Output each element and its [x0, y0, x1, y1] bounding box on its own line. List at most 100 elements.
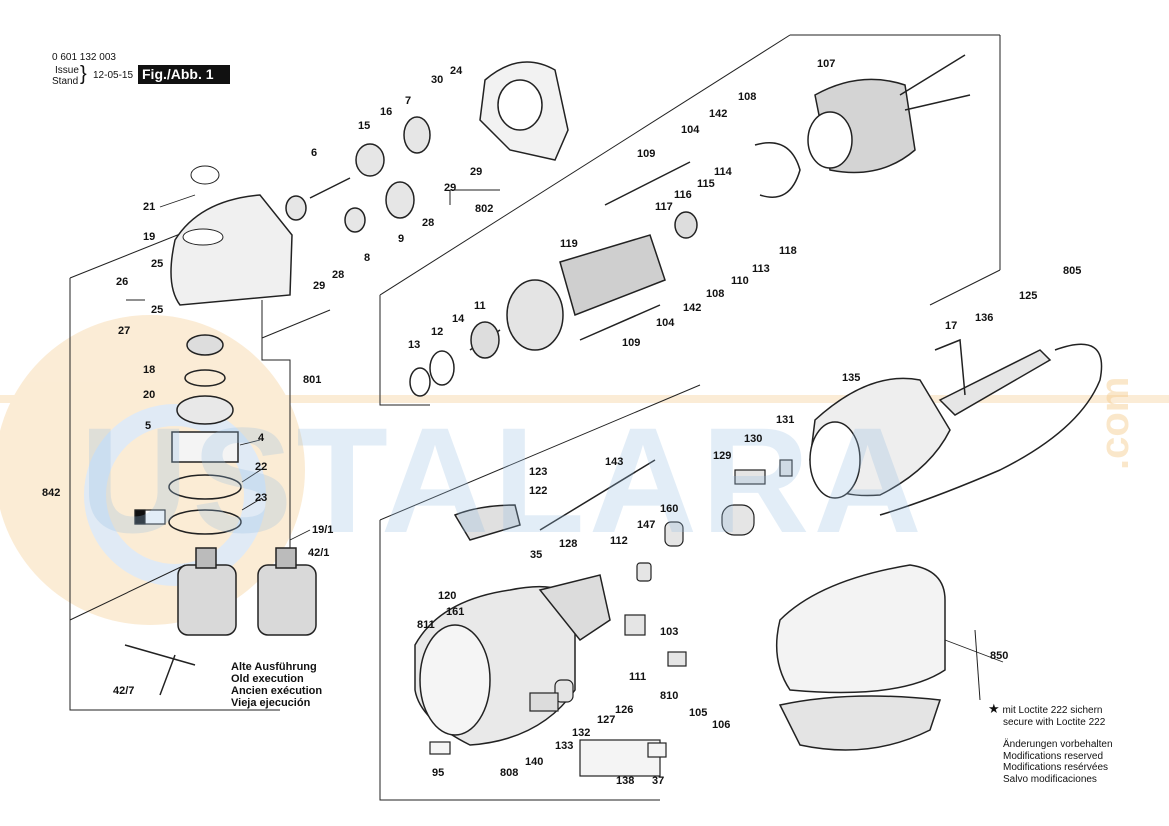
part-label: 805 — [1063, 265, 1082, 277]
part-label: 108 — [706, 288, 725, 300]
part-label: 18 — [143, 364, 156, 376]
part-label: 142 — [683, 302, 702, 314]
part-label: 42/7 — [113, 685, 135, 697]
part-label: 128 — [559, 538, 578, 550]
part-label: 22 — [255, 461, 268, 473]
changes-note: Änderungen vorbehalten Modifications res… — [1003, 739, 1113, 785]
part-label: 125 — [1019, 290, 1038, 302]
watermark-graphic — [0, 315, 1169, 625]
part-label: 113 — [752, 263, 770, 275]
part-label: 26 — [116, 276, 129, 288]
part-label: 131 — [776, 414, 795, 426]
figure-label: Fig./Abb. 1 — [138, 65, 230, 84]
part-label: 19 — [143, 231, 156, 243]
changes-line: Modifications reserved — [1003, 750, 1104, 762]
part-label: 24 — [450, 65, 463, 77]
part-label: 4 — [258, 432, 265, 444]
part-label: 801 — [303, 374, 322, 386]
part-label: 108 — [738, 91, 757, 103]
part-label: 12 — [431, 326, 444, 338]
part-label: 132 — [572, 727, 591, 739]
part-label: 119 — [560, 238, 578, 250]
part-label: 28 — [332, 269, 345, 281]
part-label: 27 — [118, 325, 131, 337]
part-label: 23 — [255, 492, 268, 504]
part-label: 104 — [656, 317, 675, 329]
part-label: 11 — [474, 300, 486, 312]
part-label: 810 — [660, 690, 679, 702]
part-label: 811 — [417, 619, 435, 631]
part-label: 147 — [637, 519, 656, 531]
drill-chuck — [124, 547, 317, 696]
part-label: 130 — [744, 433, 763, 445]
gear-housing — [479, 61, 569, 161]
part-label: 842 — [42, 487, 61, 499]
star-icon: ★ — [988, 701, 1000, 716]
part-label: 160 — [660, 503, 679, 515]
part-label: 136 — [975, 312, 994, 324]
part-label: 116 — [674, 189, 692, 201]
part-label: 29 — [444, 182, 457, 194]
part-label: 25 — [151, 304, 164, 316]
part-label: 110 — [731, 275, 749, 287]
part-label: 29 — [313, 280, 326, 292]
part-label: 122 — [529, 485, 548, 497]
part-label: 5 — [145, 420, 152, 432]
part-label: 95 — [432, 767, 445, 779]
stator-field — [754, 54, 971, 198]
brace-glyph: } — [80, 63, 87, 85]
part-label: 42/1 — [308, 547, 330, 559]
part-label: 109 — [622, 337, 641, 349]
part-label: 808 — [500, 767, 519, 779]
part-label: 138 — [616, 775, 635, 787]
part-label: 25 — [151, 258, 164, 270]
changes-line: Änderungen vorbehalten — [1003, 739, 1113, 750]
part-label: 104 — [681, 124, 700, 136]
changes-line: Salvo modificaciones — [1003, 773, 1097, 785]
part-label: 127 — [597, 714, 616, 726]
changes-line: Modifications resérvées — [1003, 762, 1109, 773]
part-label: 20 — [143, 389, 156, 401]
small-components — [134, 459, 793, 777]
part-label: 117 — [655, 201, 673, 213]
part-label: 9 — [398, 233, 405, 245]
part-label: 118 — [779, 245, 797, 257]
loctite-line: secure with Loctite 222 — [1003, 716, 1106, 728]
gear-set — [285, 116, 431, 233]
part-label: 106 — [712, 719, 731, 731]
part-label: 6 — [311, 147, 318, 159]
part-label: 37 — [652, 775, 665, 787]
part-label: 135 — [842, 372, 861, 384]
label-leaders — [126, 194, 1004, 663]
part-label: 29 — [470, 166, 483, 178]
part-label: 21 — [143, 201, 156, 213]
loctite-line: ★ mit Loctite 222 sichern — [988, 701, 1105, 717]
part-label: 140 — [525, 756, 544, 768]
part-label: 13 — [408, 339, 421, 351]
old-note-line: Vieja ejecución — [231, 697, 311, 709]
part-label: 19/1 — [312, 524, 334, 536]
part-label: 161 — [446, 606, 465, 618]
part-label: 35 — [530, 549, 543, 561]
old-version-note: Alte Ausführung Old execution Ancien exé… — [231, 661, 322, 709]
old-note-line: Ancien exécution — [231, 685, 323, 697]
loctite-note: ★ mit Loctite 222 sichern secure with Lo… — [988, 701, 1106, 728]
part-label: 105 — [689, 707, 708, 719]
part-label: 111 — [629, 671, 647, 683]
part-label: 850 — [990, 650, 1009, 662]
part-label: 115 — [697, 178, 715, 190]
issue-date: 12-05-15 — [93, 70, 134, 81]
part-label: 8 — [364, 252, 371, 264]
part-label: 7 — [405, 95, 412, 107]
part-label: 133 — [555, 740, 574, 752]
part-label: 142 — [709, 108, 728, 120]
part-label: 109 — [637, 148, 656, 160]
part-label: 15 — [358, 120, 371, 132]
motor-housing — [809, 338, 1103, 516]
part-number: 0 601 132 003 — [52, 52, 116, 63]
part-label: 126 — [615, 704, 634, 716]
part-label: 16 — [380, 106, 393, 118]
part-label: 802 — [475, 203, 494, 215]
